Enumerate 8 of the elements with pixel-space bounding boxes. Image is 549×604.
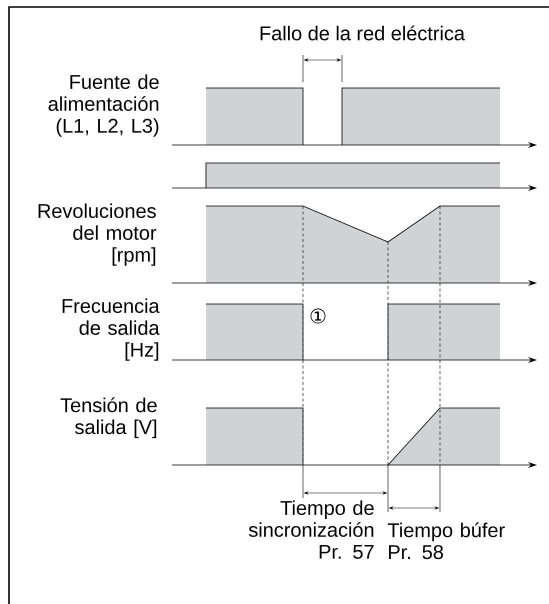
- time-label: Tiempo búfer Pr. 58: [388, 522, 505, 560]
- signal-label: Revoluciones del motor [rpm]: [38, 203, 156, 266]
- callout-number: ①: [310, 308, 326, 324]
- heading-label: Fallo de la red eléctrica: [260, 26, 465, 40]
- signal-label: Frecuencia de salida [Hz]: [62, 298, 160, 361]
- signal-label: Tensión de salida [V]: [60, 397, 157, 438]
- signal-label: Fuente de alimentación (L1, L2, L3): [48, 74, 159, 137]
- time-label: Tiempo de sincronización Pr. 57: [248, 500, 374, 559]
